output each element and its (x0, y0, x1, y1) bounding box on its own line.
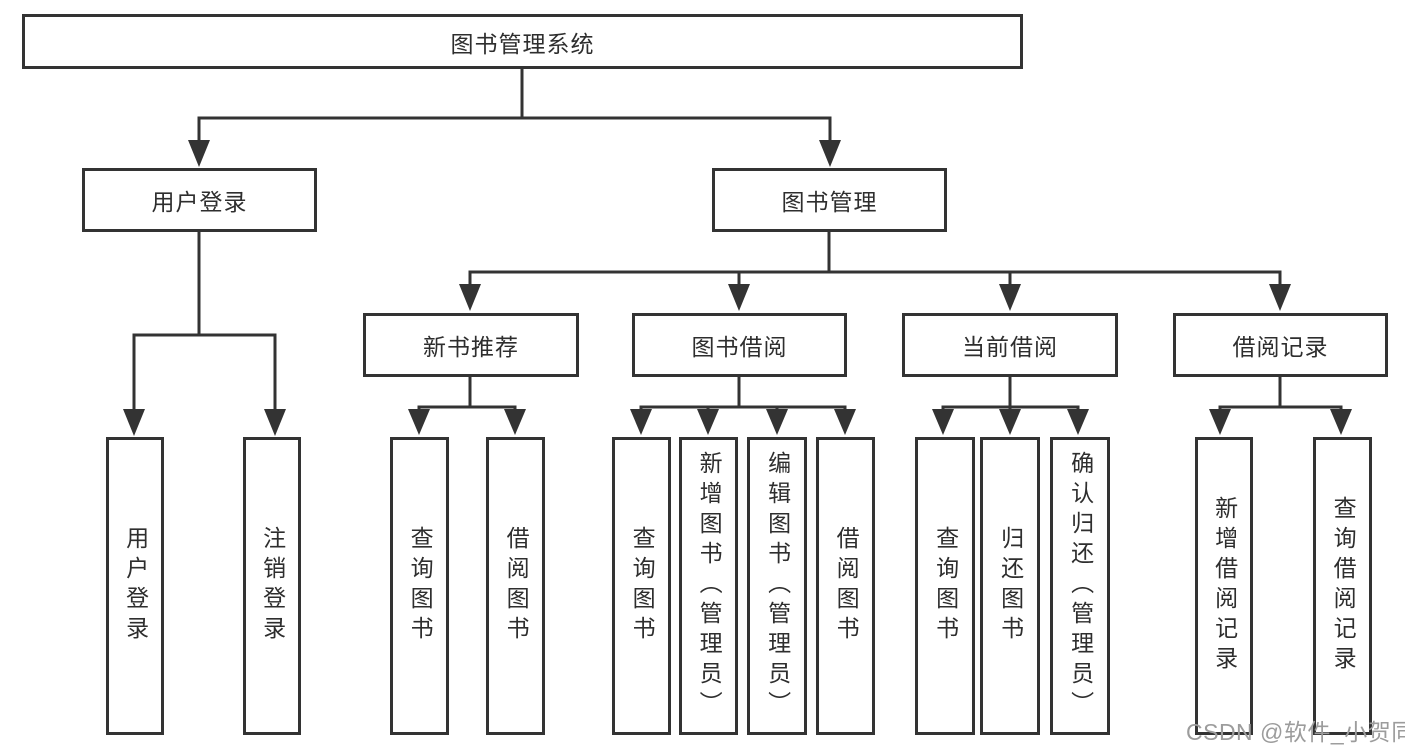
node-borrow-records-label: 借阅记录 (1232, 334, 1329, 360)
connector-book-borrow-children (630, 377, 856, 435)
leaf-newbook-borrow-books-label: 借阅图书 (503, 526, 530, 646)
connector-current-borrow-children (932, 377, 1089, 435)
connector-borrow-records-children (1209, 377, 1352, 435)
node-book-borrow-label: 图书借阅 (691, 334, 788, 360)
leaf-current-query-books: 查询图书 (915, 437, 975, 735)
connector-root-to-level2 (188, 68, 841, 167)
leaf-borrow-books-label: 借阅图书 (833, 526, 860, 646)
node-new-book-recommend: 新书推荐 (363, 313, 579, 377)
node-user-login: 用户登录 (82, 168, 317, 232)
leaf-add-books-admin-label: 新增图书（管理员） (696, 451, 723, 721)
connector-book-mgmt-children (459, 232, 1291, 311)
leaf-newbook-query-books-label: 查询图书 (407, 526, 434, 646)
node-book-management: 图书管理 (712, 168, 947, 232)
leaf-borrow-query-books-label: 查询图书 (629, 526, 656, 646)
node-book-borrow: 图书借阅 (632, 313, 847, 377)
leaf-logout: 注销登录 (243, 437, 301, 735)
node-root: 图书管理系统 (22, 14, 1023, 69)
leaf-user-login: 用户登录 (106, 437, 164, 735)
node-borrow-records: 借阅记录 (1173, 313, 1388, 377)
leaf-newbook-query-books: 查询图书 (390, 437, 449, 735)
node-current-borrow-label: 当前借阅 (962, 334, 1058, 360)
leaf-borrow-query-books: 查询图书 (612, 437, 671, 735)
node-current-borrow: 当前借阅 (902, 313, 1118, 377)
leaf-return-books: 归还图书 (980, 437, 1040, 735)
leaf-add-borrow-record-label: 新增借阅记录 (1211, 496, 1238, 676)
connector-new-books-children (408, 375, 526, 435)
node-root-label: 图书管理系统 (450, 30, 595, 57)
leaf-edit-books-admin: 编辑图书（管理员） (747, 437, 807, 735)
connector-user-login-children (123, 231, 286, 436)
leaf-confirm-return-admin: 确认归还（管理员） (1050, 437, 1110, 735)
leaf-newbook-borrow-books: 借阅图书 (486, 437, 545, 735)
leaf-borrow-books: 借阅图书 (816, 437, 875, 735)
leaf-user-login-label: 用户登录 (122, 526, 149, 646)
leaf-edit-books-admin-label: 编辑图书（管理员） (764, 451, 791, 721)
leaf-current-query-books-label: 查询图书 (932, 526, 959, 646)
leaf-confirm-return-admin-label: 确认归还（管理员） (1067, 451, 1094, 721)
node-book-management-label: 图书管理 (781, 189, 878, 215)
leaf-add-borrow-record: 新增借阅记录 (1195, 437, 1253, 735)
leaf-query-borrow-record-label: 查询借阅记录 (1330, 496, 1357, 676)
leaf-logout-label: 注销登录 (259, 526, 286, 646)
node-new-book-recommend-label: 新书推荐 (423, 334, 519, 360)
csdn-watermark: CSDN @软件_小贺同学 (1186, 719, 1405, 745)
node-user-login-label: 用户登录 (151, 189, 248, 215)
leaf-return-books-label: 归还图书 (997, 526, 1024, 646)
leaf-query-borrow-record: 查询借阅记录 (1313, 437, 1372, 735)
leaf-add-books-admin: 新增图书（管理员） (679, 437, 738, 735)
